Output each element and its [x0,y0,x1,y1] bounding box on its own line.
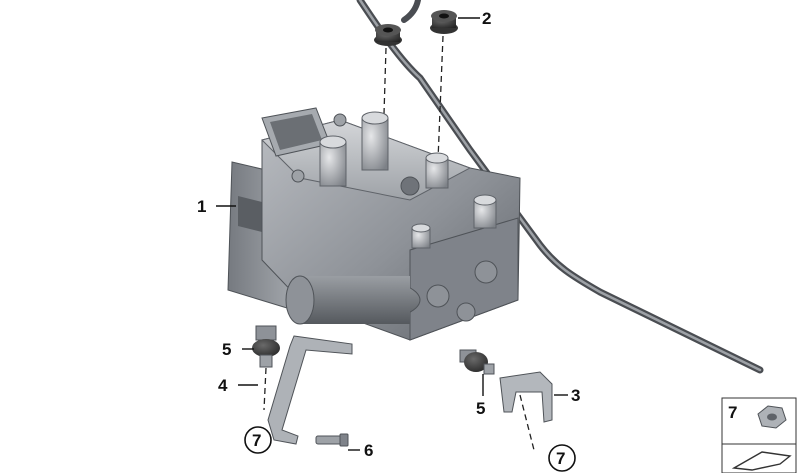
rubber-mount-left [252,325,280,368]
callout-1: 1 [197,197,206,216]
hex-nut-icon [757,405,787,429]
rubber-mount-right [459,349,495,375]
callout-2: 2 [482,9,491,28]
legend-label: 7 [728,403,737,422]
legend-box: 7 [721,397,797,473]
svg-text:7: 7 [556,449,565,468]
screw [315,433,349,447]
bracket-right [499,371,553,423]
abs-hydraulic-unit [227,107,521,341]
valve-cylinder-right [425,152,449,189]
bracket-left [267,335,353,445]
callout-4: 4 [218,376,228,395]
callout-7-right: 7 [548,444,576,472]
svg-text:7: 7 [252,431,261,450]
callout-5-right: 5 [476,399,485,418]
valve-cylinder-front [473,194,497,229]
assembly-line-left [263,367,267,411]
assembly-line-grommet-right [437,35,444,161]
valve-cylinder-large [361,111,389,171]
callout-5-left: 5 [222,340,231,359]
assembly-line-right [519,394,535,451]
callout-3: 3 [571,386,580,405]
callout-6: 6 [364,441,373,460]
grommet-right [430,10,458,34]
grommet-left [374,24,402,46]
valve-cylinder-mid [319,135,347,187]
valve-cylinder-small [411,223,431,249]
callout-7-left: 7 [244,426,272,454]
arrow-icon [731,451,792,471]
